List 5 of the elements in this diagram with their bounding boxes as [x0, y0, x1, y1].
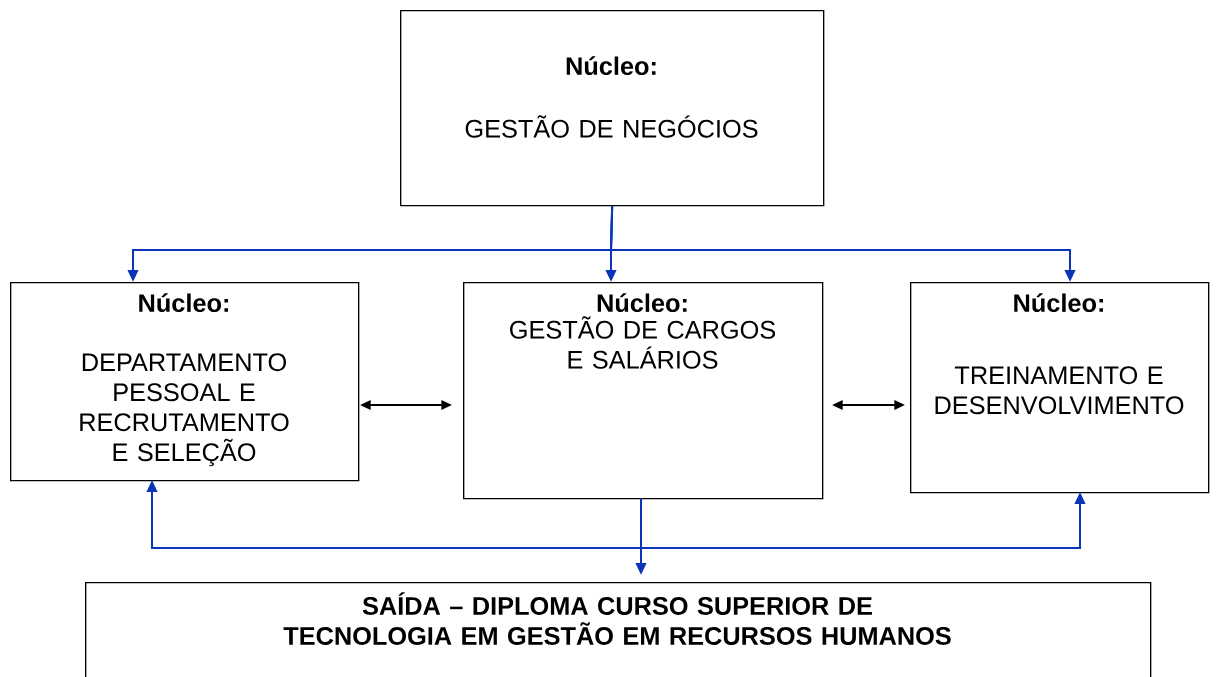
process-box: Núcleo: TREINAMENTO E DESENVOLVIMENTO — [910, 282, 1210, 494]
process-box: Núcleo: GESTÃO DE NEGÓCIOS — [400, 10, 825, 207]
process-box: SAÍDA – DIPLOMA CURSO SUPERIOR DE TECNOLOGIA EM GESTÃO EM RECURSOS HUMANOS — [85, 582, 1152, 677]
process-box: Núcleo: GESTÃO DE CARGOS E SALÁRIOS — [463, 282, 824, 500]
process-box: Núcleo: DEPARTAMENTO PESSOAL E RECRUTAMENTO E SELEÇÃO — [10, 282, 360, 482]
